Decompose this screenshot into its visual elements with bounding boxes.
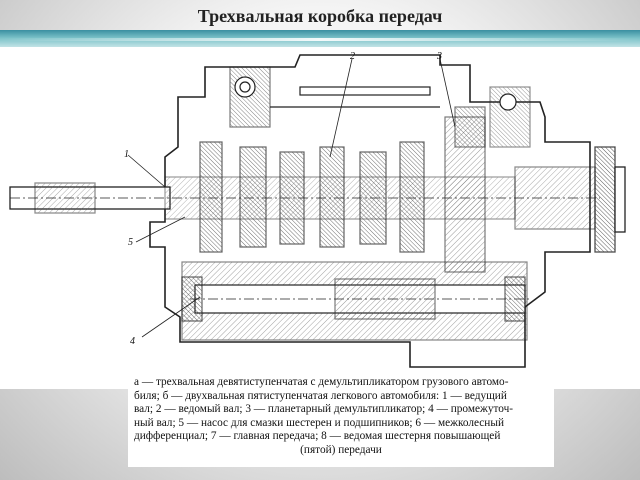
gearbox-drawing: 1 2 3 4 5	[0, 47, 640, 389]
callout-leaders	[127, 58, 456, 338]
figure-caption: а — трехвальная девятиступенчатая с дему…	[128, 370, 554, 467]
countershaft	[181, 276, 530, 322]
caption-line: дифференциал; 7 — главная передача; 8 — …	[134, 430, 501, 443]
callout-1: 1	[124, 149, 129, 160]
caption-line: (пятой) передачи	[300, 443, 382, 456]
callout-3: 3	[436, 51, 442, 62]
gearbox-cross-section: 1 2 3 4 5	[9, 51, 626, 368]
callout-4: 4	[130, 336, 135, 347]
caption-line: биля; б — двухвальная пятиступенчатая ле…	[134, 389, 507, 402]
callout-2: 2	[350, 51, 355, 62]
main-shaft	[164, 116, 516, 273]
slide-title: Трехвальная коробка передач	[197, 6, 443, 26]
caption-line: ный вал; 5 — насос для смазки шестерен и…	[134, 416, 504, 429]
caption-line: а — трехвальная девятиступенчатая с дему…	[134, 376, 509, 388]
output-flange	[514, 146, 626, 253]
caption-line: вал; 2 — ведомый вал; 3 — планетарный де…	[134, 403, 514, 416]
callout-5: 5	[128, 237, 133, 248]
top-cover	[229, 66, 531, 148]
decorative-band	[0, 30, 640, 50]
